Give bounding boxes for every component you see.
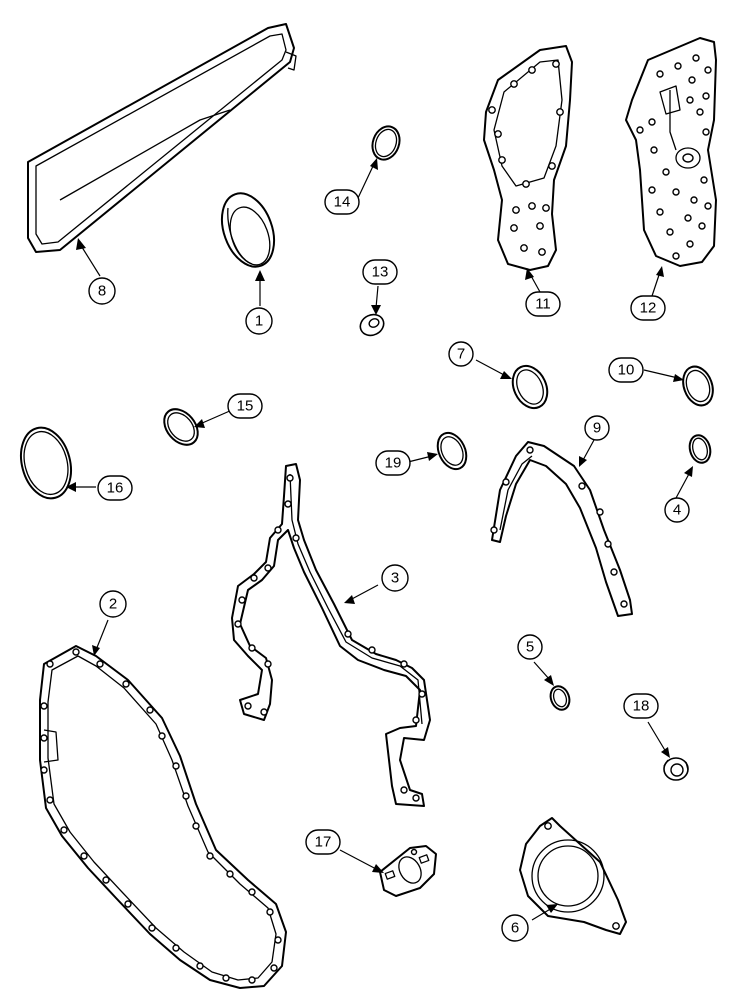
callout-10: 10 xyxy=(608,357,644,383)
callout-12: 12 xyxy=(630,295,666,321)
part-19-o-ring xyxy=(436,431,468,471)
part-14-o-ring xyxy=(371,125,401,161)
callout-4: 4 xyxy=(664,497,690,523)
part-3-front-cover-gasket xyxy=(231,463,431,807)
part-2-timing-cover-gasket xyxy=(39,645,287,989)
callout-5-label: 5 xyxy=(526,639,534,656)
callout-9-label: 9 xyxy=(593,420,601,437)
callout-3-label: 3 xyxy=(391,570,399,587)
callout-13: 13 xyxy=(362,259,398,285)
callout-2-label: 2 xyxy=(109,596,117,613)
part-7-o-ring xyxy=(511,364,549,410)
callout-19-label: 19 xyxy=(385,455,402,472)
callout-2: 2 xyxy=(99,590,127,618)
part-11-plate-gasket xyxy=(483,45,573,271)
part-16-o-ring xyxy=(20,426,72,500)
callout-15: 15 xyxy=(227,393,263,419)
part-1-seal xyxy=(220,192,276,268)
callout-15-label: 15 xyxy=(237,398,254,415)
part-15-o-ring xyxy=(163,408,199,446)
callout-16-label: 16 xyxy=(107,480,124,497)
part-5-o-ring xyxy=(549,685,571,711)
callout-7-label: 7 xyxy=(457,346,465,363)
callout-11-label: 11 xyxy=(535,296,551,313)
callout-1-label: 1 xyxy=(255,313,263,330)
callout-10-label: 10 xyxy=(618,362,635,379)
part-4-o-ring xyxy=(688,434,712,464)
callout-12-label: 12 xyxy=(640,300,657,317)
callout-8-label: 8 xyxy=(98,283,106,300)
callout-17: 17 xyxy=(305,829,341,855)
callout-1: 1 xyxy=(245,307,273,335)
part-12-plate-gasket xyxy=(625,37,717,267)
callout-16: 16 xyxy=(97,475,133,501)
callout-7: 7 xyxy=(448,341,474,367)
callout-9: 9 xyxy=(584,415,610,441)
part-9-arch-gasket xyxy=(490,441,633,617)
callout-18-label: 18 xyxy=(633,698,650,715)
callout-19: 19 xyxy=(375,450,411,476)
callout-13-label: 13 xyxy=(372,264,389,281)
callout-4-label: 4 xyxy=(673,502,681,519)
callout-14-label: 14 xyxy=(334,194,351,211)
part-10-o-ring xyxy=(682,365,714,407)
leader-lines xyxy=(66,158,693,921)
callout-8: 8 xyxy=(88,277,116,305)
callout-17-label: 17 xyxy=(315,834,332,851)
callout-6-label: 6 xyxy=(511,920,519,937)
callout-6: 6 xyxy=(501,914,529,942)
part-17-bracket-gasket xyxy=(379,845,437,897)
callout-5: 5 xyxy=(517,634,543,660)
callout-14: 14 xyxy=(324,189,360,215)
callout-18: 18 xyxy=(623,693,659,719)
part-18-plug xyxy=(663,757,689,781)
part-8-gasket xyxy=(27,23,297,253)
part-13-washer xyxy=(359,313,385,337)
part-6-flange-gasket xyxy=(519,817,627,935)
callout-11: 11 xyxy=(525,291,561,317)
callout-3: 3 xyxy=(381,564,409,592)
